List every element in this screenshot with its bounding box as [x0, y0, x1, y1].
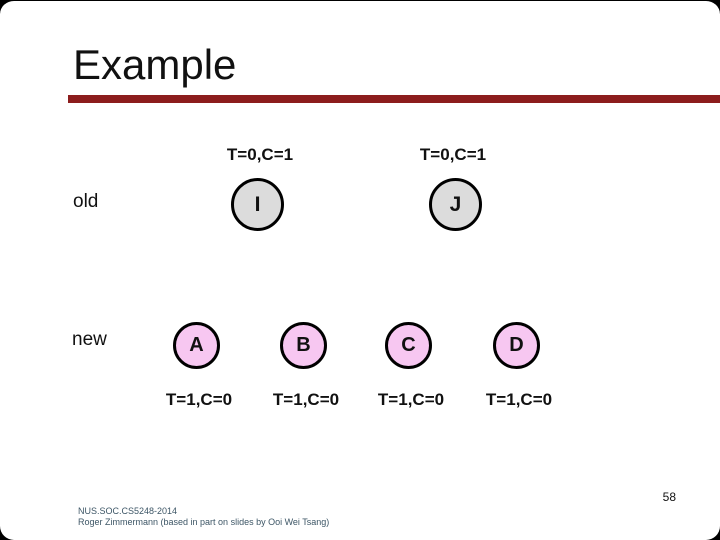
annotation-node-a: T=1,C=0 [165, 390, 233, 409]
node-circle-c: C [385, 322, 432, 369]
row-label-old: old [73, 191, 99, 212]
node-letter: C [401, 334, 416, 356]
node-circle-d: D [493, 322, 540, 369]
node-letter: B [296, 334, 311, 356]
node-circle-j: J [429, 178, 482, 231]
title-underline-rule [68, 95, 720, 103]
annotation-node-c: T=1,C=0 [377, 390, 445, 409]
footer: NUS.SOC.CS5248-2014 Roger Zimmermann (ba… [78, 506, 329, 528]
slide-title: Example [73, 41, 237, 88]
node-letter: J [449, 192, 462, 216]
node-letter: I [254, 192, 261, 216]
footer-course-line: NUS.SOC.CS5248-2014 [78, 506, 178, 516]
annotation-node-d: T=1,C=0 [485, 390, 553, 409]
node-letter: A [189, 334, 204, 356]
annotation-node-i: T=0,C=1 [226, 145, 294, 164]
annotation-node-j: T=0,C=1 [419, 145, 487, 164]
footer-credit-line: Roger Zimmermann (based in part on slide… [78, 517, 330, 527]
node-circle-i: I [231, 178, 284, 231]
node-circle-b: B [280, 322, 327, 369]
page-number: 58 [662, 490, 676, 504]
node-circle-a: A [173, 322, 220, 369]
row-label-new: new [72, 329, 107, 350]
annotation-node-b: T=1,C=0 [272, 390, 340, 409]
node-letter: D [509, 334, 524, 356]
